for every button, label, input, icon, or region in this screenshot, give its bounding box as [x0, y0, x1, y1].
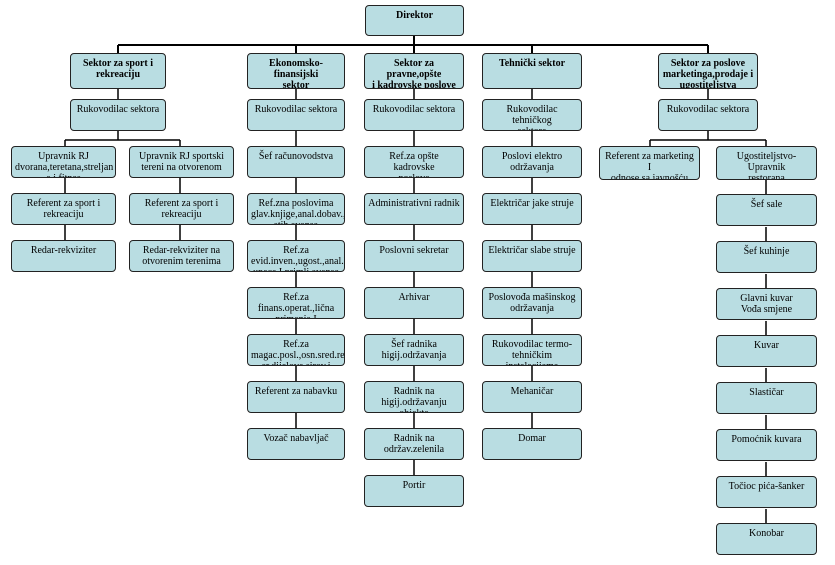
sector-head-box-legal: Rukovodilac sektora	[364, 99, 464, 131]
sport-branch-0-item-2: Redar-rekviziter	[11, 240, 116, 272]
marketing-referent-box: Referent za marketing I odnose sa javnoš…	[599, 146, 700, 180]
finance-item-0: Šef računovodstva	[247, 146, 345, 178]
finance-item-2: Ref.za evid.inven.,ugost.,anal.k upaca I…	[247, 240, 345, 272]
finance-item-1: Ref.zna poslovima glav.knjige,anal.dobav…	[247, 193, 345, 225]
sector-box-marketing: Sektor za poslove marketinga,prodaje i u…	[658, 53, 758, 89]
sector-head-box-tech: Rukovodilac tehničkog sektora	[482, 99, 582, 131]
restaurant-item-2: Glavni kuvar Vođa smjene	[716, 288, 817, 320]
finance-item-5: Referent za nabavku	[247, 381, 345, 413]
legal-item-0: Ref.za opšte kadrovske poslove	[364, 146, 464, 178]
restaurant-item-3: Kuvar	[716, 335, 817, 367]
finance-item-4: Ref.za magac.posl.,osn.sred.rez er.dijel…	[247, 334, 345, 366]
restaurant-item-0: Šef sale	[716, 194, 817, 226]
legal-item-4: Šef radnika higij.održavanja	[364, 334, 464, 366]
legal-item-7: Portir	[364, 475, 464, 507]
tech-item-4: Rukovodilac termo- tehničkim instalacija…	[482, 334, 582, 366]
sector-box-finance: Ekonomsko-finansijski sektor	[247, 53, 345, 89]
sector-head-box-finance: Rukovodilac sektora	[247, 99, 345, 131]
tech-item-2: Električar slabe struje	[482, 240, 582, 272]
tech-item-0: Poslovi elektro održavanja	[482, 146, 582, 178]
restaurant-item-1: Šef kuhinje	[716, 241, 817, 273]
sport-branch-0-item-1: Referent za sport i rekreaciju	[11, 193, 116, 225]
restaurant-item-7: Konobar	[716, 523, 817, 555]
restaurant-manager-box: Ugostiteljstvo-Upravnik restorana	[716, 146, 817, 180]
tech-item-1: Električar jake struje	[482, 193, 582, 225]
restaurant-item-6: Točioc pića-šanker	[716, 476, 817, 508]
legal-item-1: Administrativni radnik	[364, 193, 464, 225]
legal-item-5: Radnik na higij.održavanju objekta	[364, 381, 464, 413]
tech-item-3: Poslovođa mašinskog održavanja	[482, 287, 582, 319]
sector-box-legal: Sektor za pravne,opšte i kadrovske poslo…	[364, 53, 464, 89]
legal-item-3: Arhivar	[364, 287, 464, 319]
finance-item-6: Vozač nabavljač	[247, 428, 345, 460]
sector-box-sport: Sektor za sport i rekreaciju	[70, 53, 166, 89]
sector-box-tech: Tehnički sektor	[482, 53, 582, 89]
tech-item-5: Mehaničar	[482, 381, 582, 413]
legal-item-6: Radnik na održav.zelenila	[364, 428, 464, 460]
sport-branch-0-item-0: Upravnik RJ dvorana,teretana,streljan a …	[11, 146, 116, 178]
sector-head-box-marketing: Rukovodilac sektora	[658, 99, 758, 131]
sport-branch-1-item-0: Upravnik RJ sportski tereni na otvorenom	[129, 146, 234, 178]
sport-branch-1-item-2: Redar-rekviziter na otvorenim terenima	[129, 240, 234, 272]
legal-item-2: Poslovni sekretar	[364, 240, 464, 272]
sport-branch-1-item-1: Referent za sport i rekreaciju	[129, 193, 234, 225]
sector-head-box-sport: Rukovodilac sektora	[70, 99, 166, 131]
finance-item-3: Ref.za finans.operat.,lična primanja I a…	[247, 287, 345, 319]
tech-item-6: Domar	[482, 428, 582, 460]
director-box: Direktor	[365, 5, 464, 36]
restaurant-item-5: Pomoćnik kuvara	[716, 429, 817, 461]
restaurant-item-4: Slastičar	[716, 382, 817, 414]
